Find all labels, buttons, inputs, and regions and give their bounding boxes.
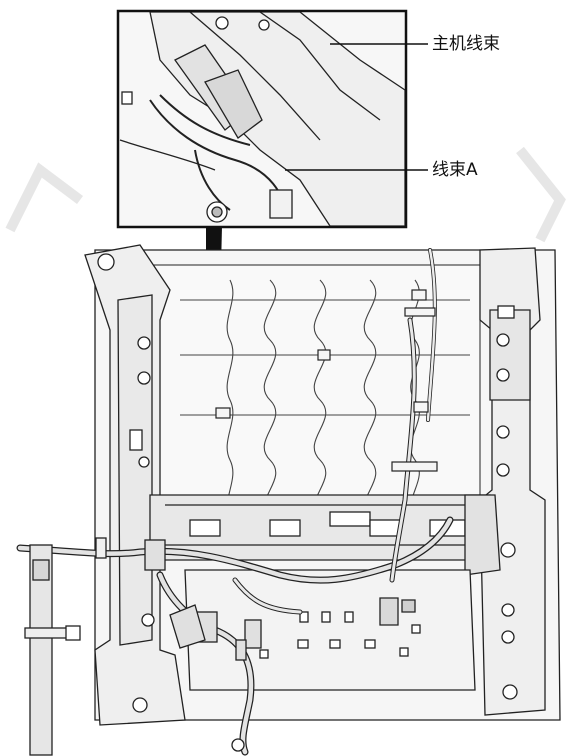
side-handle (24, 537, 107, 756)
inset-detail (116, 9, 408, 229)
callout-main-harness: 主机线束 (432, 34, 500, 54)
callout-harness-a: 线束A (432, 160, 478, 180)
seat-frame (84, 244, 561, 726)
harness-connectors (144, 539, 262, 752)
